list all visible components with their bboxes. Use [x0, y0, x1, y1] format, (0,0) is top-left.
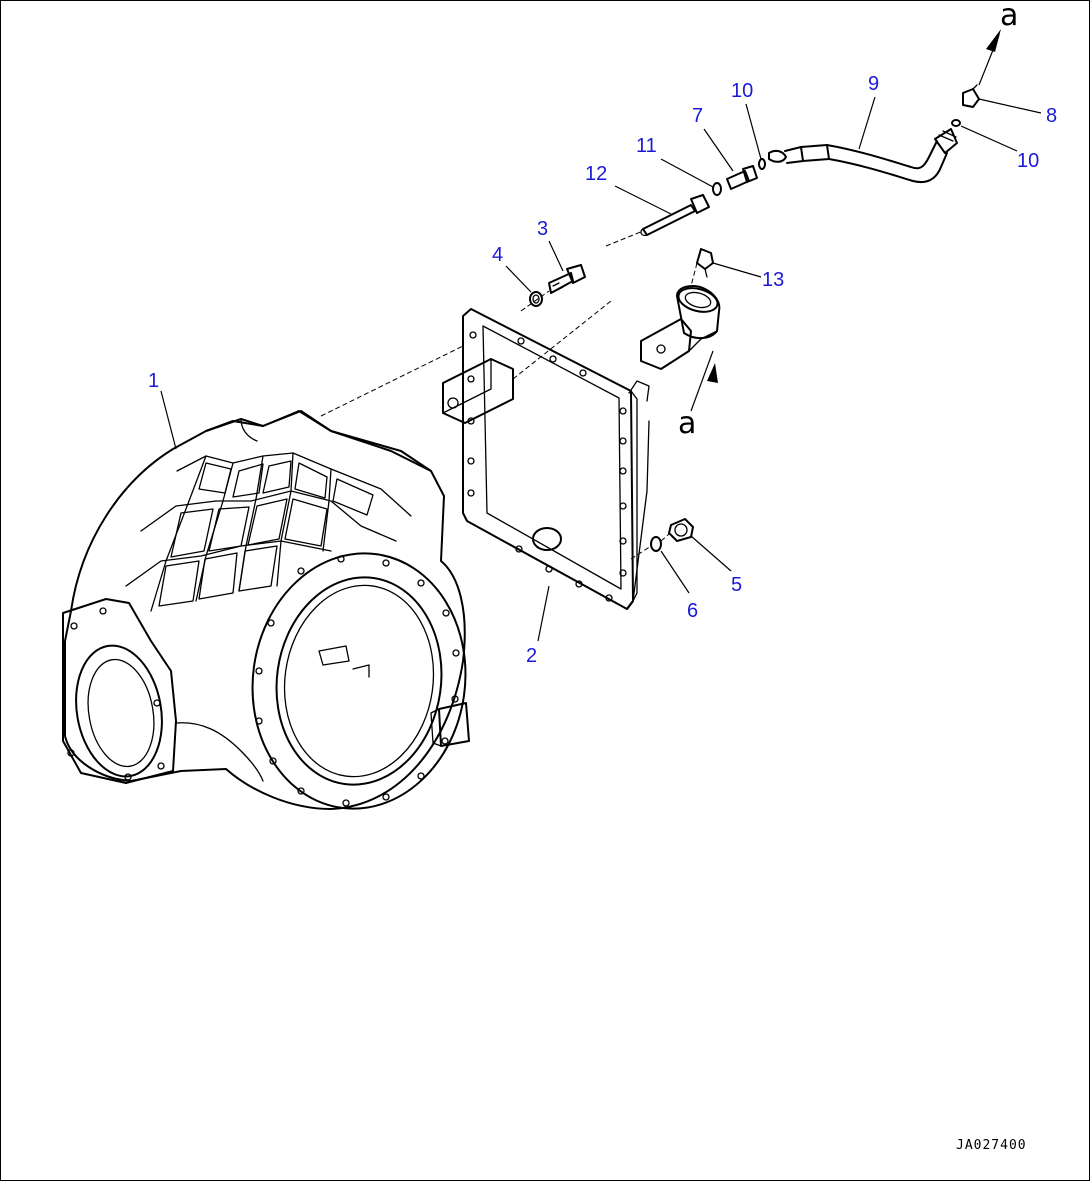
callout-11: 11 [636, 135, 657, 157]
bolt-part-3 [548, 264, 586, 294]
reference-arrow-lower [690, 350, 718, 412]
callout-10-right: 10 [1017, 150, 1040, 172]
hose-part-9 [768, 128, 958, 183]
flange-bolt-holes [255, 555, 460, 807]
o-ring-part-10-right [951, 119, 961, 127]
reference-mark-lower: a [678, 406, 697, 441]
bolt-part-12 [640, 194, 710, 237]
callout-8: 8 [1046, 105, 1058, 127]
leader-lines [160, 96, 1042, 642]
callout-10-left: 10 [731, 80, 754, 102]
callout-6: 6 [687, 600, 699, 622]
plug-part-5 [668, 518, 694, 542]
o-ring-part-10-left [758, 158, 766, 170]
drawing-code: JA027400 [956, 1138, 1027, 1153]
breather-nipple-part [696, 248, 714, 278]
o-ring-part-11 [712, 182, 722, 196]
cover-part [442, 308, 650, 610]
callout-3: 3 [537, 218, 549, 240]
reference-mark-top: a [1000, 0, 1019, 33]
callout-1: 1 [148, 370, 160, 392]
callout-4: 4 [492, 244, 504, 266]
callout-12: 12 [585, 163, 608, 185]
callout-7: 7 [692, 105, 704, 127]
cover-bolt-holes [467, 331, 627, 602]
assembly-lines [320, 230, 698, 560]
elbow-part-8 [962, 84, 980, 108]
fitting-bracket-part [640, 285, 721, 370]
adapter-part-7 [726, 165, 758, 190]
callout-13: 13 [762, 269, 785, 291]
callout-5: 5 [731, 574, 743, 596]
reference-arrow-top [978, 29, 1001, 86]
o-ring-part-6 [650, 536, 662, 552]
washer-part-4 [529, 291, 543, 307]
callout-9: 9 [868, 73, 880, 95]
callout-2: 2 [526, 645, 538, 667]
axle-housing-part [62, 410, 470, 810]
